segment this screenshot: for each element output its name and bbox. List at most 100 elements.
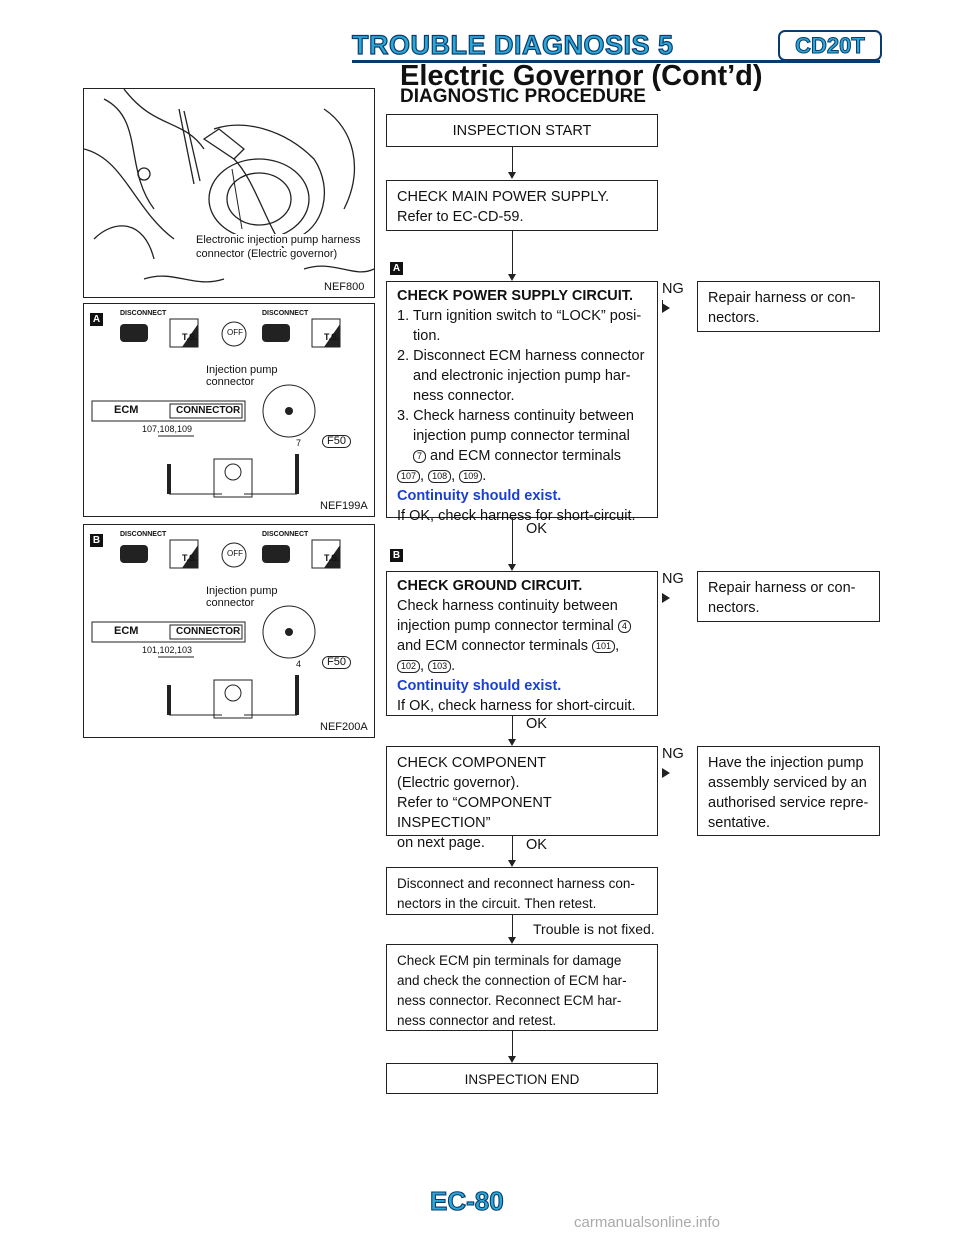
- fig3-ts-2: T.S.: [324, 553, 340, 563]
- fig2-connector-word: CONNECTOR: [176, 405, 241, 416]
- fig2-connector-label: Injection pump: [206, 364, 278, 376]
- main-power-line2: Refer to EC-CD-59.: [397, 209, 524, 225]
- connector-line: [512, 518, 513, 565]
- connector-line: [512, 1031, 513, 1057]
- engine-code-badge: CD20T: [778, 30, 882, 61]
- pin-badge: 7: [413, 449, 427, 463]
- fig2-marker: A: [90, 313, 103, 326]
- component-l2: (Electric governor).: [397, 775, 520, 791]
- ground-l2-row: injection pump connector terminal 4: [397, 616, 647, 636]
- connector-line: [512, 915, 513, 938]
- repair-line2: nectors.: [708, 310, 760, 326]
- flow-marker-b: B: [390, 549, 403, 562]
- ng-label: NG: [662, 746, 684, 762]
- figure-power-circuit: A DISCONNECT DISCONNECT T.S. OFF T.S. In…: [83, 303, 375, 517]
- page-number: EC-80: [429, 1185, 504, 1216]
- component-l3: Refer to “COMPONENT INSPECTION”: [397, 795, 552, 831]
- power-step2c: ness connector.: [413, 388, 515, 404]
- power-short: If OK, check harness for short-circuit.: [397, 508, 636, 524]
- flow-inspection-start: INSPECTION START: [386, 114, 658, 147]
- flow-service: Have the injection pump assembly service…: [697, 746, 880, 836]
- terminal-badge: 101: [592, 639, 616, 653]
- fig3-pin: 4: [296, 659, 302, 669]
- arrow-down-icon: [508, 1056, 516, 1063]
- repair-line2: nectors.: [708, 600, 760, 616]
- figure-ground-circuit: B DISCONNECT DISCONNECT T.S. OFF T.S. In…: [83, 524, 375, 738]
- power-step3b: injection pump connector terminal: [413, 428, 630, 444]
- connector-line: [512, 231, 513, 275]
- power-step1a: 1. Turn ignition switch to “LOCK” posi-: [397, 308, 642, 324]
- connector-line: [512, 716, 513, 740]
- ground-title: CHECK GROUND CIRCUIT.: [397, 578, 583, 594]
- component-l4: on next page.: [397, 835, 485, 851]
- header-rule: [352, 60, 880, 63]
- ecm-check-l4: ness connector and retest.: [397, 1013, 557, 1028]
- arrow-down-icon: [508, 860, 516, 867]
- terminal-badge: 107: [397, 469, 421, 483]
- terminal-badge: 108: [428, 469, 452, 483]
- fig2-ts-2: T.S.: [324, 332, 340, 342]
- power-terminals-row: 107, 108, 109.: [397, 466, 647, 486]
- ok-label: OK: [526, 521, 547, 537]
- ground-l2: injection pump connector terminal: [397, 618, 614, 634]
- power-step1b: tion.: [413, 328, 441, 344]
- fig3-connector-label: Injection pump: [206, 585, 278, 597]
- fig2-pin: 7: [296, 438, 302, 448]
- power-step3c-row: 7 and ECM connector terminals: [397, 446, 647, 466]
- power-continuity: Continuity should exist.: [397, 488, 562, 504]
- terminal-badge: 103: [428, 659, 452, 673]
- arrow-down-icon: [508, 739, 516, 746]
- fig3-disconnect-2: DISCONNECT: [262, 531, 309, 538]
- fig3-marker: B: [90, 534, 103, 547]
- fig3-id: NEF200A: [320, 721, 368, 733]
- ground-l3: and ECM connector terminals: [397, 638, 588, 654]
- page-subtitle: Electric Governor (Cont’d): [400, 60, 763, 92]
- main-power-line1: CHECK MAIN POWER SUPPLY.: [397, 189, 610, 205]
- ecm-check-l2: and check the connection of ECM har-: [397, 973, 627, 988]
- flow-ground-circuit: CHECK GROUND CIRCUIT. Check harness cont…: [386, 571, 658, 716]
- flow-main-power: CHECK MAIN POWER SUPPLY. Refer to EC-CD-…: [386, 180, 658, 231]
- ng-label: NG: [662, 571, 684, 587]
- fig1-id: NEF800: [324, 281, 365, 293]
- fig2-disconnect-2: DISCONNECT: [262, 310, 309, 317]
- figure-harness-photo: Electronic injection pump harness connec…: [83, 88, 375, 298]
- fig3-connector-label2: connector: [206, 597, 255, 609]
- section-title: DIAGNOSTIC PROCEDURE: [400, 86, 646, 107]
- ecm-check-l1: Check ECM pin terminals for damage: [397, 953, 622, 968]
- arrow-down-icon: [508, 564, 516, 571]
- engine-photo-illustration: [84, 89, 374, 283]
- repair-line1: Repair harness or con-: [708, 580, 856, 596]
- power-step3a: 3. Check harness continuity between: [397, 408, 634, 424]
- service-l2: assembly serviced by an: [708, 775, 867, 791]
- fig2-f50-badge: F50: [322, 435, 351, 448]
- fig1-caption-line1: Electronic injection pump harness: [196, 234, 361, 246]
- repair-line1: Repair harness or con-: [708, 290, 856, 306]
- page-header-title: TROUBLE DIAGNOSIS 5: [351, 29, 674, 60]
- service-l3: authorised service repre-: [708, 795, 869, 811]
- ok-label: OK: [526, 716, 547, 732]
- arrow-down-icon: [508, 274, 516, 281]
- arrow-right-icon: [662, 768, 670, 778]
- service-l4: sentative.: [708, 815, 771, 831]
- fig2-terminals: 107,108,109: [142, 424, 193, 434]
- flow-repair-1: Repair harness or con- nectors.: [697, 281, 880, 332]
- flow-component: CHECK COMPONENT (Electric governor). Ref…: [386, 746, 658, 851]
- flow-repair-2: Repair harness or con- nectors.: [697, 571, 880, 622]
- connector-line: [512, 147, 513, 173]
- ecm-check-l3: ness connector. Reconnect ECM har-: [397, 993, 622, 1008]
- terminal-badge: 102: [397, 659, 421, 673]
- pin-badge: 4: [617, 619, 631, 633]
- fig1-caption-line2: connector (Electric governor): [196, 248, 338, 260]
- fig3-ecm-label: ECM: [114, 625, 139, 637]
- fig3-off: OFF: [227, 549, 243, 558]
- fig2-ts-1: T.S.: [182, 332, 198, 342]
- ground-continuity: Continuity should exist.: [397, 678, 562, 694]
- flow-inspection-end: INSPECTION END: [386, 1063, 658, 1094]
- fig2-diagram: [91, 318, 341, 498]
- flow-reconnect: Disconnect and reconnect harness con- ne…: [386, 867, 658, 915]
- fig3-diagram: [91, 539, 341, 719]
- fig3-connector-word: CONNECTOR: [176, 626, 241, 637]
- component-l1: CHECK COMPONENT: [397, 755, 547, 771]
- connector-line: [512, 836, 513, 861]
- fig3-ts-1: T.S.: [182, 553, 198, 563]
